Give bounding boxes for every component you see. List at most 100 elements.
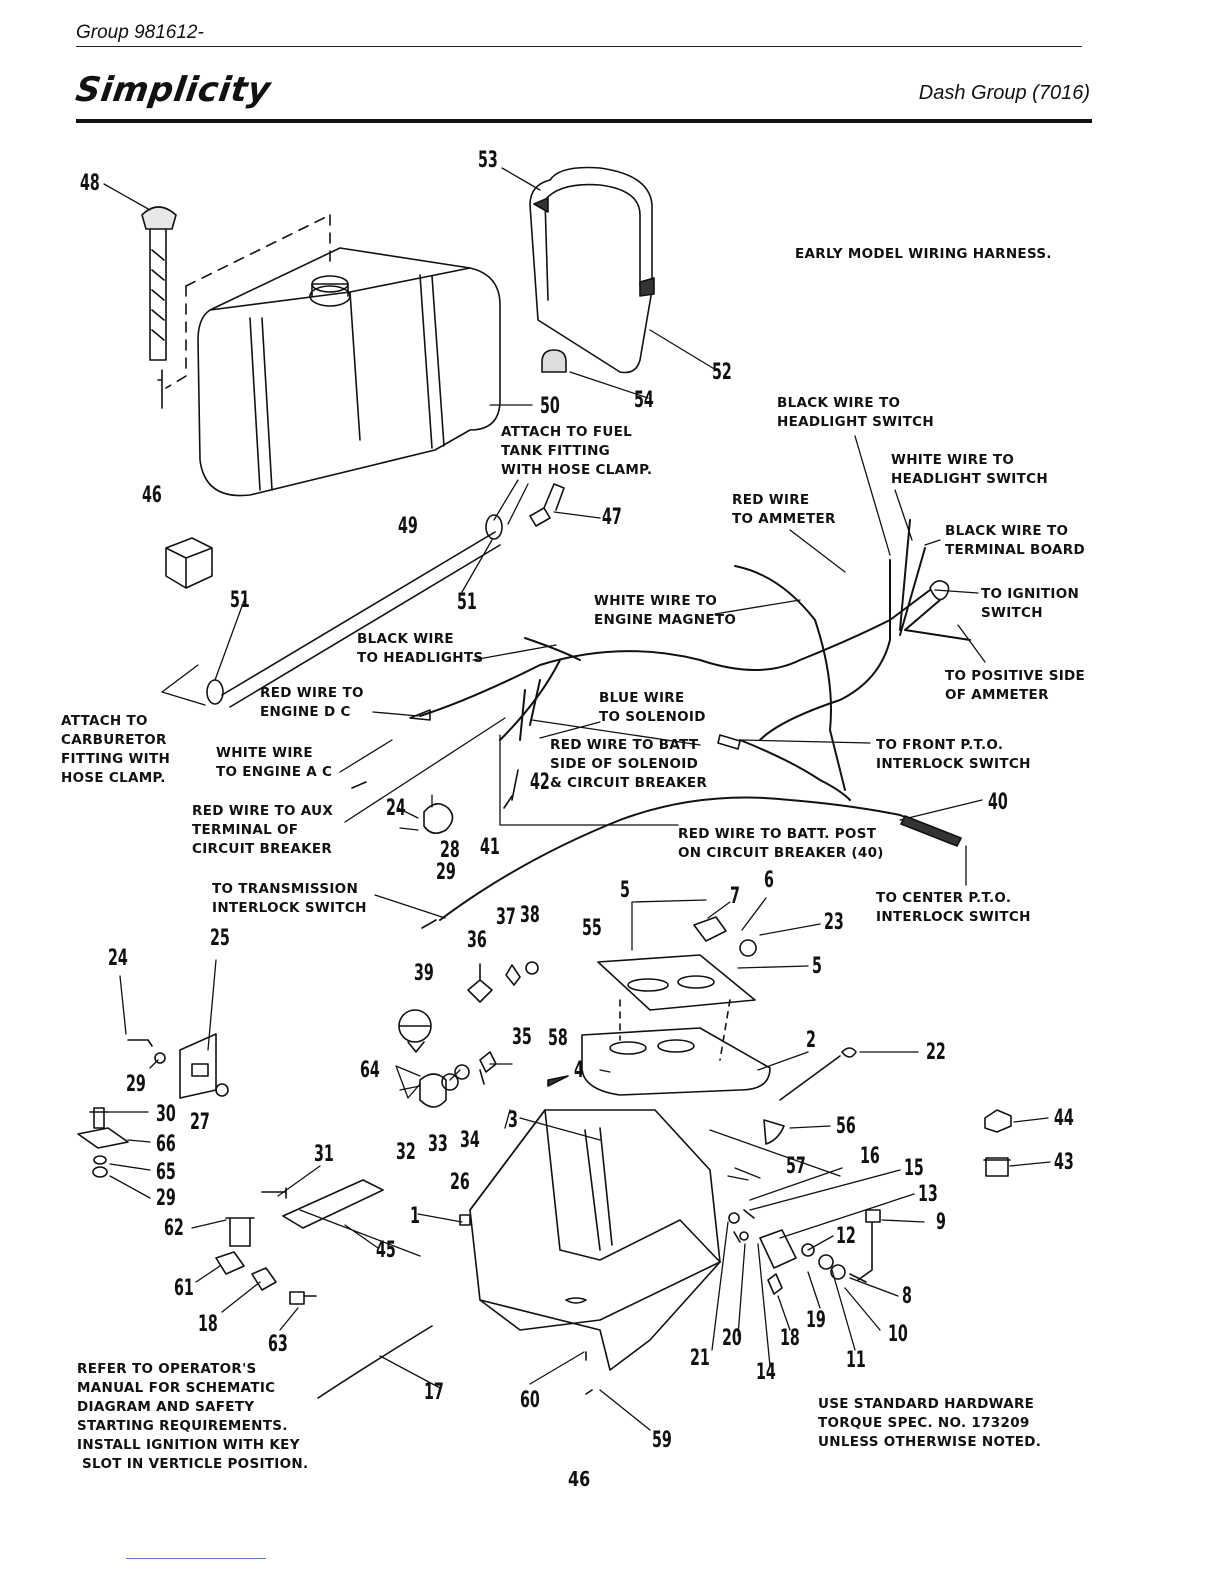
wiring-harness-drawing bbox=[419, 519, 971, 921]
leader-lines bbox=[103, 167, 986, 919]
callout-9: 9 bbox=[936, 1210, 946, 1235]
callout-59: 59 bbox=[652, 1428, 672, 1453]
hose-clamp-top bbox=[485, 514, 503, 540]
label-to-ignition: TO IGNITION SWITCH bbox=[981, 586, 1080, 621]
label-transmission: TO TRANSMISSION INTERLOCK SWITCH bbox=[212, 881, 367, 916]
callout-31: 31 bbox=[314, 1142, 334, 1167]
callout-3: 3 bbox=[508, 1108, 518, 1133]
callout-54: 54 bbox=[634, 388, 654, 413]
callout-4: 4 bbox=[574, 1058, 584, 1083]
callout-50: 50 bbox=[540, 394, 560, 419]
callout-56: 56 bbox=[836, 1114, 856, 1139]
callout-27: 27 bbox=[190, 1110, 210, 1135]
label-black-headlight-switch: BLACK WIRE TO HEADLIGHT SWITCH bbox=[777, 395, 934, 430]
label-attach-carburetor: ATTACH TO CARBURETOR FITTING WITH HOSE C… bbox=[61, 713, 171, 786]
callout-45: 45 bbox=[376, 1238, 396, 1263]
label-blue-solenoid: BLUE WIRE TO SOLENOID bbox=[599, 690, 706, 725]
grommet-drawing bbox=[541, 349, 567, 373]
callout-11: 11 bbox=[846, 1348, 866, 1373]
header-rule bbox=[76, 46, 1082, 47]
hose-clamp-bottom bbox=[206, 679, 224, 705]
callout-64: 64 bbox=[360, 1058, 380, 1083]
callout-32: 32 bbox=[396, 1140, 416, 1165]
callout-44: 44 bbox=[1054, 1106, 1074, 1131]
callout-62: 62 bbox=[164, 1216, 184, 1241]
block-drawing bbox=[165, 537, 213, 589]
callout-60: 60 bbox=[520, 1388, 540, 1413]
callout-23: 23 bbox=[824, 910, 844, 935]
group-number: Group 981612- bbox=[76, 22, 204, 43]
callout-14: 14 bbox=[756, 1360, 776, 1385]
callout-66: 66 bbox=[156, 1132, 176, 1157]
circuit-breaker-drawing bbox=[423, 803, 454, 834]
callout-57: 57 bbox=[786, 1154, 806, 1179]
callout-2: 2 bbox=[806, 1028, 816, 1053]
callout-10: 10 bbox=[888, 1322, 908, 1347]
callout-5-upper: 5 bbox=[620, 878, 630, 903]
gauge-guide-line bbox=[165, 214, 331, 389]
callout-49: 49 bbox=[398, 514, 418, 539]
callout-47: 47 bbox=[602, 505, 622, 530]
callout-29-upper: 29 bbox=[436, 860, 456, 885]
page-number: 46 bbox=[568, 1467, 591, 1491]
label-red-ammeter: RED WIRE TO AMMETER bbox=[732, 492, 836, 527]
callout-5-lower: 5 bbox=[812, 954, 822, 979]
callout-22: 22 bbox=[926, 1040, 946, 1065]
label-black-headlights: BLACK WIRE TO HEADLIGHTS bbox=[357, 631, 484, 666]
callout-18-left: 18 bbox=[198, 1312, 218, 1337]
handle-drawing bbox=[529, 166, 655, 374]
note-standard-hardware: USE STANDARD HARDWARE TORQUE SPEC. NO. 1… bbox=[818, 1396, 1042, 1450]
label-white-magneto: WHITE WIRE TO ENGINE MAGNETO bbox=[594, 593, 737, 628]
callout-33: 33 bbox=[428, 1132, 448, 1157]
callout-16: 16 bbox=[860, 1144, 880, 1169]
callout-13: 13 bbox=[918, 1182, 938, 1207]
callout-19: 19 bbox=[806, 1308, 826, 1333]
callout-18-right: 18 bbox=[780, 1326, 800, 1351]
label-center-pto: TO CENTER P.T.O. INTERLOCK SWITCH bbox=[876, 890, 1031, 925]
label-white-engine-ac: WHITE WIRE TO ENGINE A C bbox=[216, 745, 333, 780]
callout-20: 20 bbox=[722, 1326, 742, 1351]
callout-7: 7 bbox=[730, 884, 740, 909]
wire-ends bbox=[351, 709, 437, 929]
callout-43: 43 bbox=[1054, 1150, 1074, 1175]
callout-30: 30 bbox=[156, 1102, 176, 1127]
callout-28: 28 bbox=[440, 838, 460, 863]
callout-35: 35 bbox=[512, 1025, 532, 1050]
callout-52: 52 bbox=[712, 360, 732, 385]
fuel-tank-drawing bbox=[197, 247, 501, 497]
callout-34: 34 bbox=[460, 1128, 480, 1153]
callout-53: 53 bbox=[478, 148, 498, 173]
callout-38: 38 bbox=[520, 903, 540, 928]
panel-plates-drawing bbox=[581, 916, 771, 1096]
callout-39: 39 bbox=[414, 961, 434, 986]
fuel-gauge-drawing bbox=[141, 206, 177, 409]
callout-51-right: 51 bbox=[457, 590, 477, 615]
callout-26: 26 bbox=[450, 1170, 470, 1195]
callout-61: 61 bbox=[174, 1276, 194, 1301]
callout-24-lower: 24 bbox=[108, 946, 128, 971]
label-red-aux: RED WIRE TO AUX TERMINAL OF CIRCUIT BREA… bbox=[192, 803, 334, 857]
wire-42 bbox=[503, 769, 519, 809]
callout-46: 46 bbox=[142, 483, 162, 508]
callout-6: 6 bbox=[764, 868, 774, 893]
callout-48: 48 bbox=[80, 171, 100, 196]
callout-1: 1 bbox=[410, 1204, 420, 1229]
label-white-headlight-switch: WHITE WIRE TO HEADLIGHT SWITCH bbox=[891, 452, 1048, 487]
callout-55: 55 bbox=[582, 916, 602, 941]
callout-42: 42 bbox=[530, 770, 550, 795]
callout-21: 21 bbox=[690, 1346, 710, 1371]
fitting-drawing bbox=[529, 483, 565, 527]
label-red-batt-side: RED WIRE TO BATT SIDE OF SOLENOID & CIRC… bbox=[550, 737, 708, 791]
callout-51-left: 51 bbox=[230, 588, 250, 613]
small-parts-drawing bbox=[77, 961, 1012, 1399]
callout-8: 8 bbox=[902, 1284, 912, 1309]
callout-40: 40 bbox=[988, 790, 1008, 815]
callout-36: 36 bbox=[467, 928, 487, 953]
callout-29-mid: 29 bbox=[126, 1072, 146, 1097]
section-title: Dash Group (7016) bbox=[918, 82, 1090, 104]
connector-front-pto bbox=[717, 734, 741, 750]
label-attach-fuel: ATTACH TO FUEL TANK FITTING WITH HOSE CL… bbox=[501, 424, 653, 478]
leader-lines-lower bbox=[107, 897, 1051, 1431]
callout-29-lower: 29 bbox=[156, 1186, 176, 1211]
